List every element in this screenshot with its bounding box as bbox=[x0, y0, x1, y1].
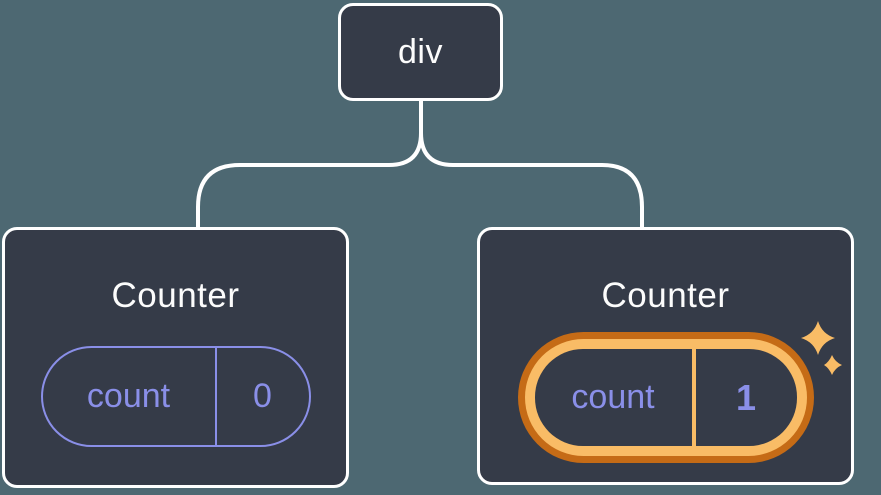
counter-card-right: Counter count 1 bbox=[477, 227, 854, 485]
sparkle-large bbox=[801, 321, 835, 355]
sparkles-icon bbox=[801, 321, 842, 375]
root-node-label: div bbox=[398, 32, 443, 71]
state-key-label: count bbox=[43, 348, 217, 445]
root-node-div: div bbox=[338, 3, 503, 101]
connector-left-branch bbox=[196, 100, 423, 229]
state-pill: count 0 bbox=[40, 346, 311, 447]
state-pill-inner: count 1 bbox=[534, 349, 797, 446]
state-pill-highlighted: count 1 bbox=[517, 332, 814, 463]
counter-title: Counter bbox=[111, 276, 240, 315]
counter-title: Counter bbox=[601, 276, 730, 315]
state-pill-highlight-ring: count 1 bbox=[524, 339, 807, 456]
connector-right-branch bbox=[419, 132, 644, 229]
counter-card-left: Counter count 0 bbox=[2, 227, 349, 488]
sparkle-small bbox=[824, 355, 842, 375]
state-value: 0 bbox=[253, 377, 272, 415]
state-key-label: count bbox=[535, 349, 696, 446]
state-value: 1 bbox=[735, 376, 757, 418]
